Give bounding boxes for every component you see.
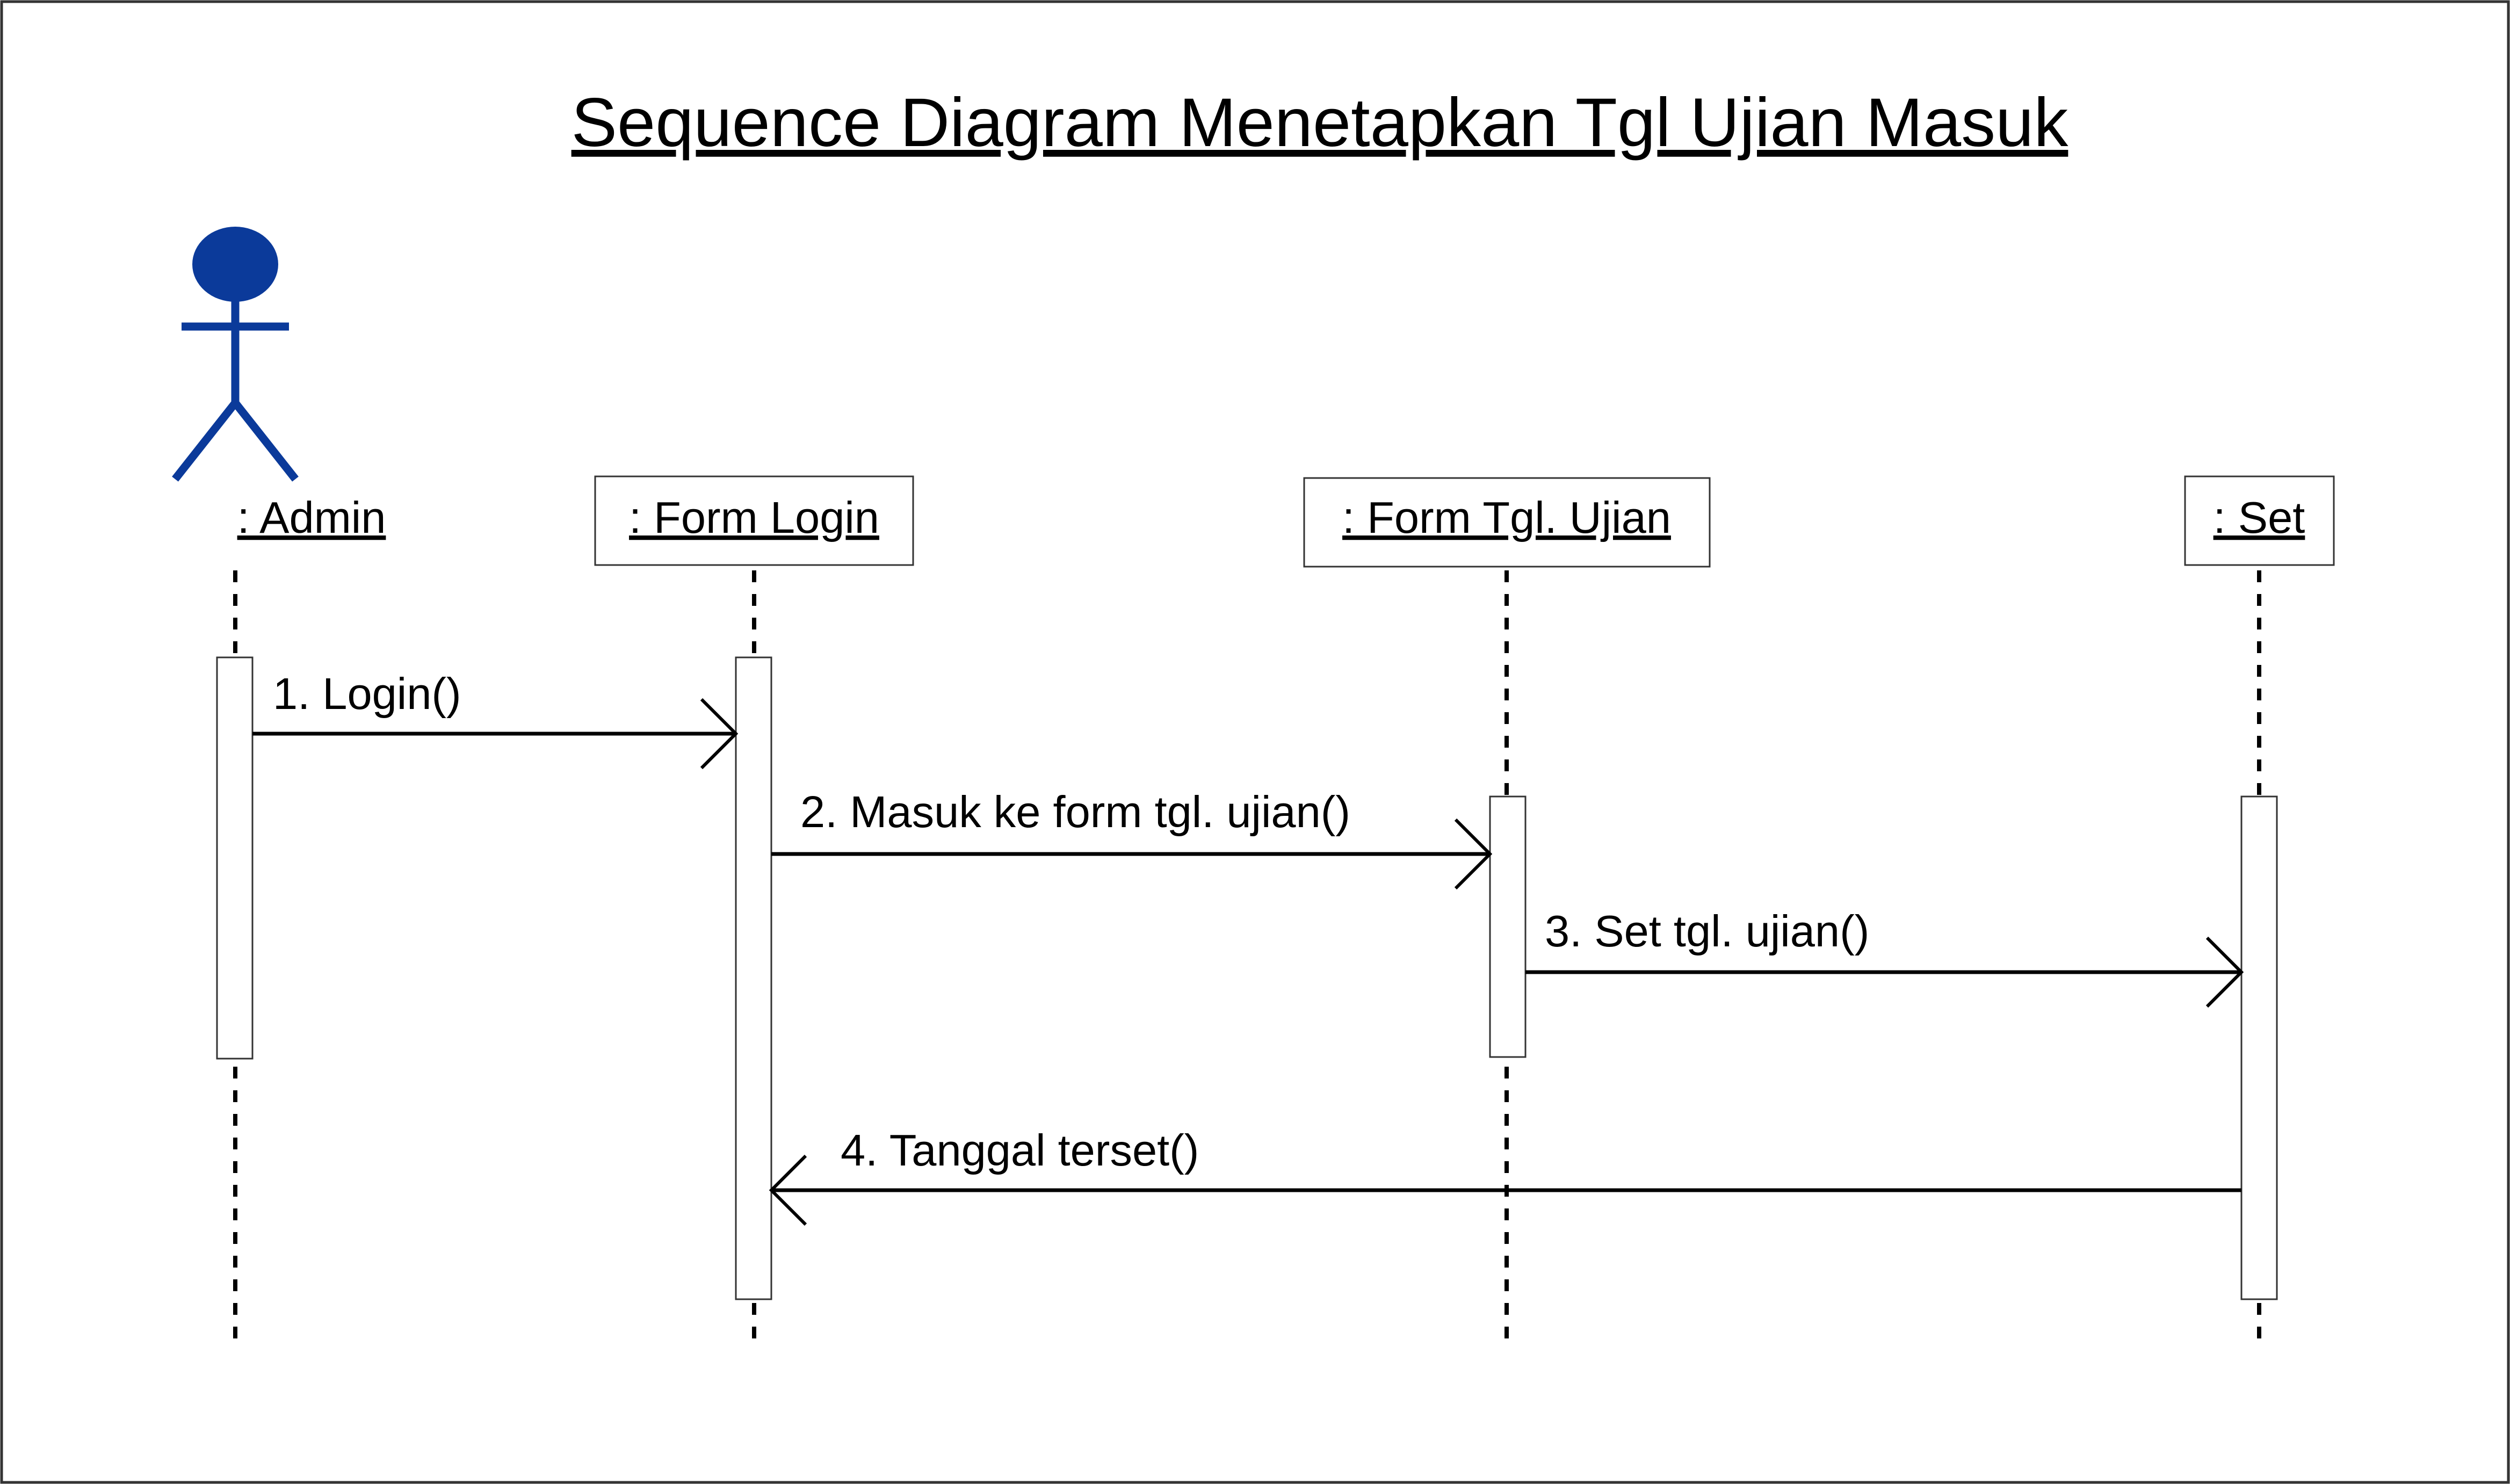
message-label-tanggal-terset: 4. Tanggal terset() [841, 1125, 1199, 1175]
diagram-title: Sequence Diagram Menetapkan Tgl Ujian Ma… [572, 84, 2069, 161]
message-label-login: 1. Login() [273, 669, 461, 719]
message-arrow-tanggal-terset [769, 1154, 2241, 1226]
message-arrow-masuk-form [771, 818, 1493, 890]
object-box-form-tgl-ujian [1303, 477, 1711, 568]
activation-set [2240, 795, 2278, 1300]
message-arrow-set-tgl [1525, 936, 2244, 1008]
activation-form-tgl-ujian [1489, 795, 1527, 1058]
actor-stick-figure-icon [172, 227, 299, 482]
activation-admin [216, 656, 254, 1060]
activation-form-login [735, 656, 772, 1300]
object-box-set [2184, 475, 2335, 566]
message-label-set-tgl: 3. Set tgl. ujian() [1545, 906, 1869, 956]
object-label-set: : Set [2214, 493, 2305, 542]
object-label-form-tgl-ujian: : Form Tgl. Ujian [1342, 493, 1671, 542]
message-label-masuk-form: 2. Masuk ke form tgl. ujian() [800, 787, 1350, 837]
object-label-form-login: : Form Login [629, 493, 879, 542]
object-box-form-login [594, 475, 914, 566]
actor-label-admin: : Admin [237, 493, 386, 542]
message-arrow-login [252, 698, 739, 770]
